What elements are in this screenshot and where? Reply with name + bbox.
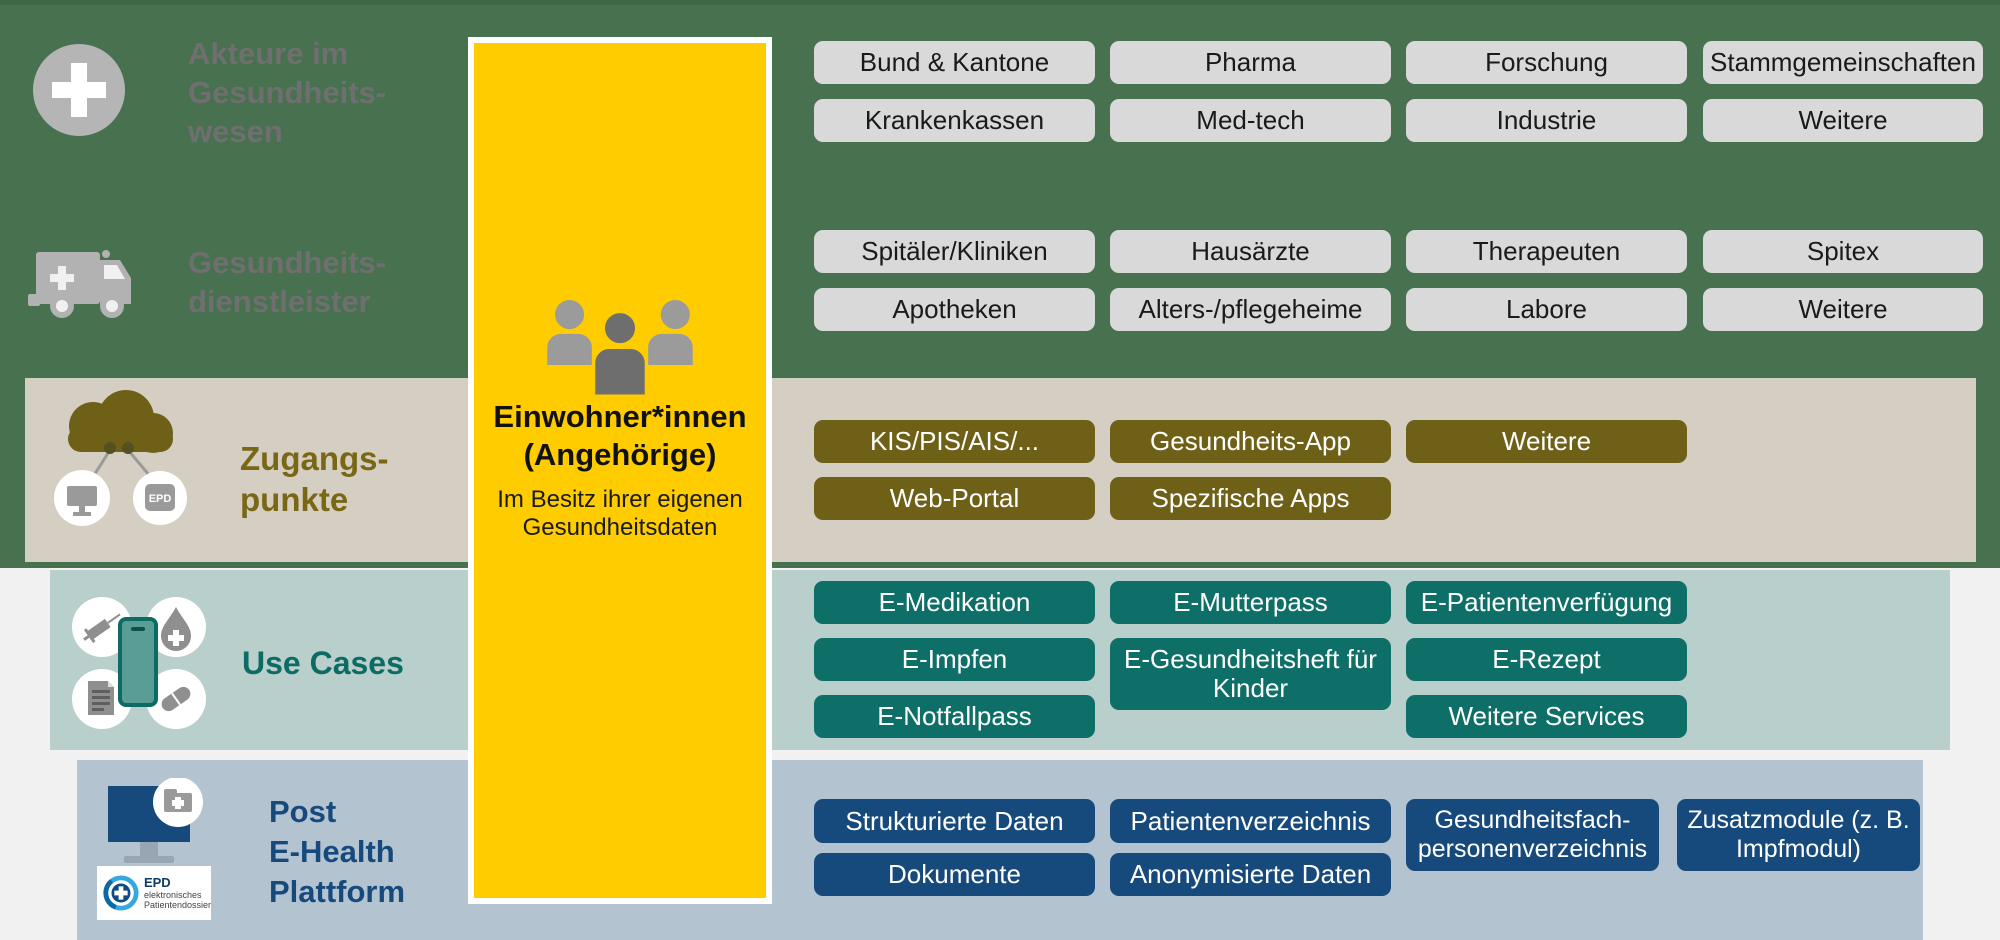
pill-therapeuten: Therapeuten xyxy=(1406,230,1687,273)
pill-patientenverzeichnis: Patientenverzeichnis xyxy=(1110,799,1391,843)
pill-kis-pis-ais: KIS/PIS/AIS/... xyxy=(814,420,1095,463)
pill-e-impfen: E-Impfen xyxy=(814,638,1095,681)
epd-logo: EPD elektronisches Patientendossier xyxy=(97,866,211,920)
residents-title: Einwohner*innen (Angehörige) xyxy=(493,399,747,472)
pill-gesundheits-app: Gesundheits-App xyxy=(1110,420,1391,463)
pill-access-weitere: Weitere xyxy=(1406,420,1687,463)
blood-drop-icon xyxy=(161,607,191,651)
epd-logo-sub1: elektronisches xyxy=(143,890,202,900)
epd-logo-sub2: Patientendossier xyxy=(143,900,211,910)
access-section-title: Zugangs- punkte xyxy=(240,440,389,518)
pill-actors-weitere: Weitere xyxy=(1703,99,1983,142)
pill-strukturierte-daten: Strukturierte Daten xyxy=(814,799,1095,843)
actors-section-title: Akteure im Gesundheits- wesen xyxy=(188,36,387,149)
pill-gesundheitsfachpersonenverzeichnis: Gesundheitsfach-personenverzeichnis xyxy=(1406,799,1659,871)
syringe-icon xyxy=(83,613,121,644)
pill-e-notfallpass: E-Notfallpass xyxy=(814,695,1095,738)
pill-pflegeheime: Alters-/pflegeheime xyxy=(1110,288,1391,331)
pill-pharma: Pharma xyxy=(1110,41,1391,84)
people-group-icon xyxy=(547,299,693,396)
epd-logo-icon xyxy=(103,875,139,911)
providers-section-title: Gesundheits- dienstleister xyxy=(188,245,387,319)
phone-icon xyxy=(118,617,158,707)
pill-e-gesundheitsheft: E-Gesundheitsheft für Kinder xyxy=(1110,638,1391,710)
access-points-panel xyxy=(25,378,1976,562)
pill-industrie: Industrie xyxy=(1406,99,1687,142)
platform-monitor-icon xyxy=(108,778,203,863)
pill-labore: Labore xyxy=(1406,288,1687,331)
health-cross-icon xyxy=(33,44,125,136)
epd-badge-label: EPD xyxy=(149,493,172,505)
residents-column: Einwohner*innen (Angehörige) Im Besitz i… xyxy=(468,37,772,904)
pill-anonymisierte-daten: Anonymisierte Daten xyxy=(1110,853,1391,896)
usecases-section-title: Use Cases xyxy=(242,645,404,681)
pill-med-tech: Med-tech xyxy=(1110,99,1391,142)
document-icon xyxy=(88,681,114,715)
platform-section-title: Post E-Health Plattform xyxy=(269,794,406,909)
pill-e-medikation: E-Medikation xyxy=(814,581,1095,624)
pill-spezifische-apps: Spezifische Apps xyxy=(1110,477,1391,520)
pill-krankenkassen: Krankenkassen xyxy=(814,99,1095,142)
pill-providers-weitere: Weitere xyxy=(1703,288,1983,331)
residents-subtitle: Im Besitz ihrer eigenen Gesundheitsdaten xyxy=(497,486,743,541)
section-divider-line xyxy=(0,0,2000,5)
pill-e-mutterpass: E-Mutterpass xyxy=(1110,581,1391,624)
pill-e-patientenverfuegung: E-Patientenverfügung xyxy=(1406,581,1687,624)
epd-logo-name: EPD xyxy=(143,875,171,890)
pill-spitex: Spitex xyxy=(1703,230,1983,273)
cloud-access-icon: EPD xyxy=(54,390,187,526)
pill-spitaeler: Spitäler/Kliniken xyxy=(814,230,1095,273)
pill-zusatzmodule: Zusatzmodule (z. B. Impfmodul) xyxy=(1677,799,1920,871)
pill-bund-kantone: Bund & Kantone xyxy=(814,41,1095,84)
pill-dokumente: Dokumente xyxy=(814,853,1095,896)
pill-weitere-services: Weitere Services xyxy=(1406,695,1687,738)
pill-e-rezept: E-Rezept xyxy=(1406,638,1687,681)
use-cases-icon xyxy=(72,597,206,729)
pill-stammgemeinschaften: Stammgemeinschaften xyxy=(1703,41,1983,84)
capsule-icon xyxy=(161,686,191,712)
pill-apotheken: Apotheken xyxy=(814,288,1095,331)
pill-hausaerzte: Hausärzte xyxy=(1110,230,1391,273)
pill-web-portal: Web-Portal xyxy=(814,477,1095,520)
residents-column-background: Einwohner*innen (Angehörige) Im Besitz i… xyxy=(474,43,766,898)
pill-forschung: Forschung xyxy=(1406,41,1687,84)
ambulance-icon xyxy=(28,250,131,318)
